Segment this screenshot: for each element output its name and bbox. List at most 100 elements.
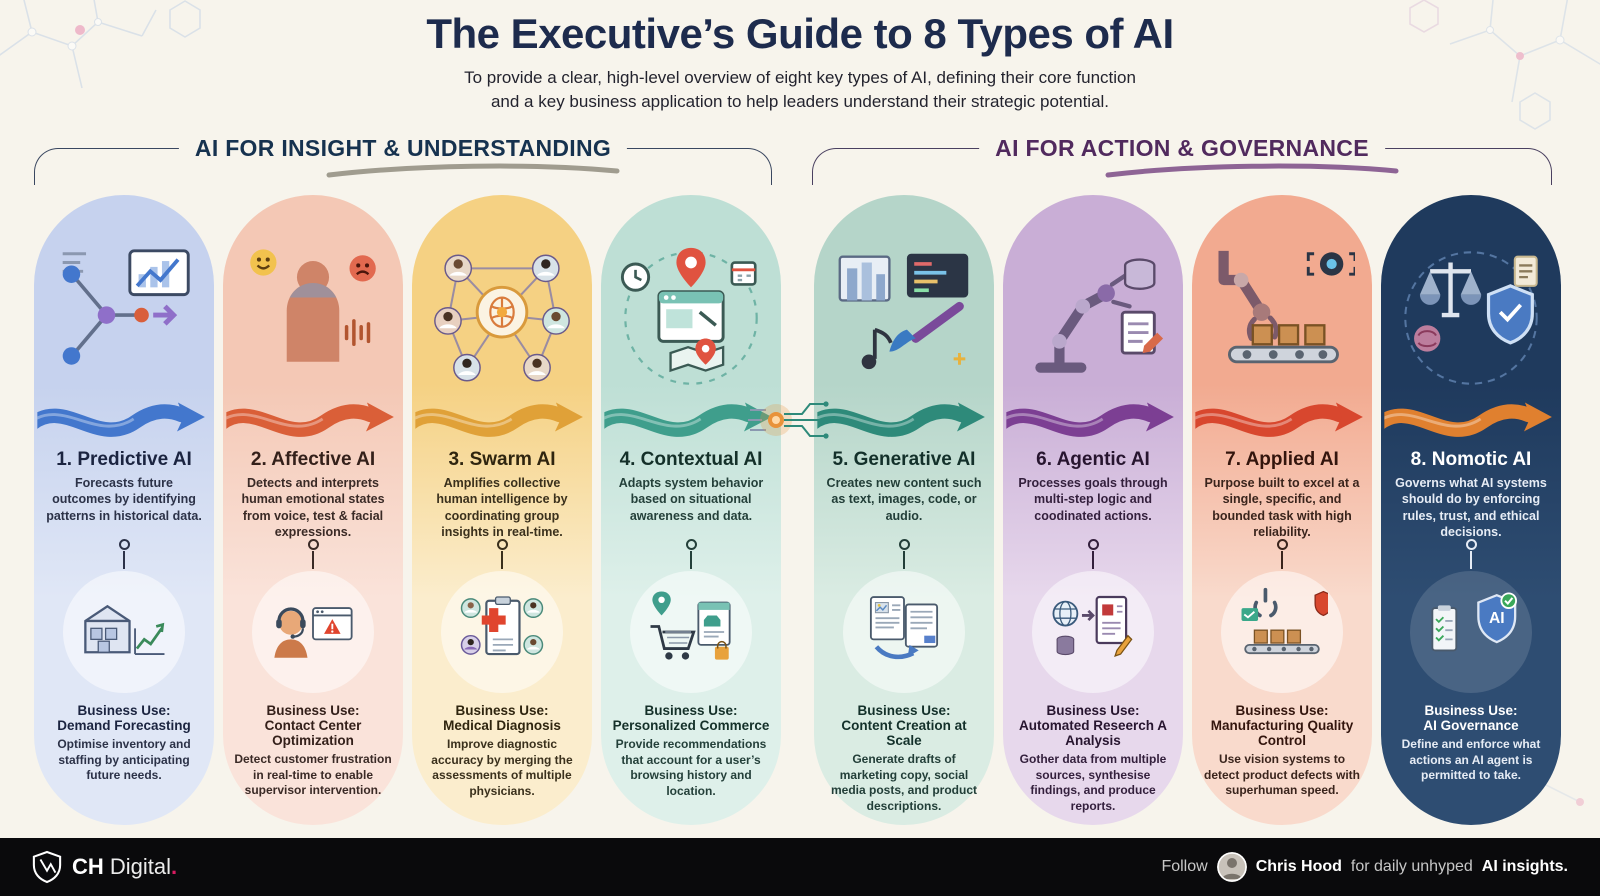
follow-credit: Follow Chris Hood for daily unhyped AI i… [1161,852,1568,882]
flow-arrow-icon [1003,391,1183,443]
card-generative-ai: 5. Generative AI Creates new content suc… [814,195,994,825]
card-swarm-ai: 3. Swarm AI Amplifies collective human i… [412,195,592,825]
card-title: 6. Agentic AI [1036,449,1150,470]
generative-content-icon [831,245,977,391]
card-top-illustration [34,195,214,391]
nomotic-scales-icon [1398,245,1544,391]
flow-arrow-icon [814,391,994,443]
business-use-title: Demand Forecasting [57,718,191,733]
business-use: Business Use: Medical Diagnosis Improve … [412,703,592,799]
card-bottom-illustration [1410,571,1532,693]
card-top-illustration [1003,195,1183,391]
quality-control-icon [1236,586,1328,678]
business-use-title: Personalized Commerce [612,718,770,733]
business-use: Business Use: Personalized Commerce Prov… [601,703,781,799]
applied-factory-icon [1209,245,1355,391]
brand-name: CH Digital. [72,854,178,879]
connector-pin [1276,539,1288,569]
tagline-bold: AI insights. [1481,858,1568,875]
business-use-label: Business Use: [77,703,171,718]
author-avatar [1216,852,1247,882]
card-description: Processes goals through multi-step logic… [1018,476,1168,523]
card-bottom-illustration [63,571,185,693]
group-label: AI FOR ACTION & GOVERNANCE [979,135,1385,162]
card-top-illustration [223,195,403,391]
connector-pin [1465,539,1477,569]
business-use-label: Business Use: [857,703,951,718]
swoosh-underline [1105,163,1399,178]
subtitle-line-1: To provide a clear, high-level overview … [464,68,1136,87]
footer: CH Digital. Follow Chris Hood for daily … [0,838,1600,896]
agentic-robot-arm-icon [1020,245,1166,391]
group-header-insight: AI FOR INSIGHT & UNDERSTANDING [34,132,772,188]
tagline: for daily unhyped [1350,858,1473,875]
swoosh-underline [326,163,620,178]
card-title: 7. Applied AI [1225,449,1339,470]
business-use-description: Detect customer frustration in real-time… [234,752,392,798]
business-use-description: Improve diagnostic accuracy by merging t… [431,737,573,798]
business-use: Business Use: Content Creation at Scale … [814,703,994,815]
business-use-title: Medical Diagnosis [443,718,561,733]
business-use-description: Provide recommendations that account for… [615,737,767,798]
ch-digital-logo-icon [32,850,62,884]
connector-pin [1087,539,1099,569]
card-top-illustration [1381,195,1561,391]
card-top-illustration [601,195,781,391]
business-use-label: Business Use: [455,703,549,718]
business-use-description: Define and enforce what actions an AI ag… [1401,737,1541,783]
business-use: Business Use: Contact Center Optimizatio… [223,703,403,799]
flow-arrow-icon [1192,391,1372,443]
card-description: Forecasts future outcomes by identifying… [46,476,202,523]
connector-pin [307,539,319,569]
business-use-label: Business Use: [1424,703,1518,718]
card-title: 5. Generative AI [832,449,976,470]
business-use-description: Use vision systems to detect product def… [1203,752,1361,798]
author-name: Chris Hood [1255,858,1342,875]
card-description: Adapts system behavior based on situatio… [618,476,764,523]
contextual-awareness-icon [618,245,764,391]
card-bottom-illustration [630,571,752,693]
card-affective-ai: 2. Affective AI Detects and interprets h… [223,195,403,825]
header: The Executive’s Guide to 8 Types of AI T… [0,10,1600,114]
swarm-network-icon [429,245,575,391]
flow-arrow-icon [1381,391,1561,443]
affective-faces-icon [240,245,386,391]
card-bottom-illustration [1032,571,1154,693]
card-bottom-illustration [252,571,374,693]
research-report-icon [1047,586,1139,678]
card-title: 8. Nomotic AI [1410,449,1532,470]
card-description: Detects and interprets human emotional s… [241,476,385,539]
card-bottom-illustration [441,571,563,693]
commerce-cart-icon [645,586,737,678]
card-top-illustration [814,195,994,391]
business-use-description: Gother data from multiple sources, synth… [1019,752,1167,813]
group-label: AI FOR INSIGHT & UNDERSTANDING [178,135,628,162]
business-use-title: AI Governance [1423,718,1519,733]
business-use-title: Content Creation at Scale [841,718,967,749]
connector-pin [496,539,508,569]
business-use-description: Optimise inventory and staffing by antic… [57,737,191,783]
group-header-action: AI FOR ACTION & GOVERNANCE [812,132,1552,188]
connector-pin [118,539,130,569]
card-description: Governs what AI systems should do by enf… [1395,476,1547,539]
page-subtitle: To provide a clear, high-level overview … [0,66,1600,114]
flow-arrow-icon [34,391,214,443]
business-use: Business Use: AI Governance Define and e… [1381,703,1561,784]
card-description: Creates new content such as text, images… [826,476,982,523]
contact-center-icon [267,586,359,678]
business-use-title: Manufacturing Quality Control [1210,718,1354,749]
card-agentic-ai: 6. Agentic AI Processes goals through mu… [1003,195,1183,825]
connector-pin [685,539,697,569]
follow-label: Follow [1161,858,1208,875]
content-docs-icon [858,586,950,678]
card-predictive-ai: 1. Predictive AI Forecasts future outcom… [34,195,214,825]
governance-shield-icon [1425,586,1517,678]
brand: CH Digital. [32,850,177,884]
business-use: Business Use: Automated Reseerch A Analy… [1003,703,1183,815]
card-description: Purpose built to excel at a single, spec… [1204,476,1360,539]
person-avatar-icon [1216,852,1247,882]
business-use-label: Business Use: [644,703,738,718]
card-top-illustration [1192,195,1372,391]
flow-arrow-icon [223,391,403,443]
